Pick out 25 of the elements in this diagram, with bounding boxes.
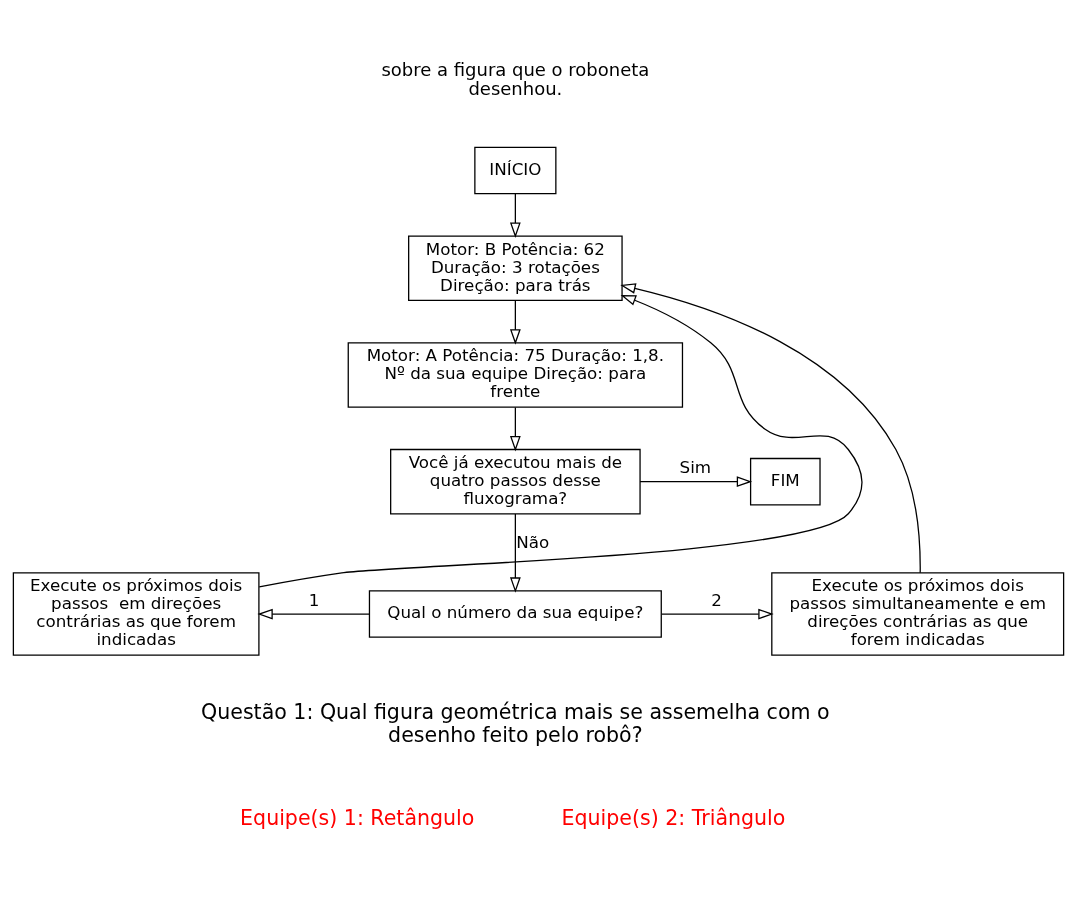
- label: sobre a figura que o roboneta desenhou.: [381, 58, 650, 99]
- arrow: [620, 282, 921, 573]
- node-box: Qual o número da sua equipe?: [368, 589, 662, 638]
- edge-label: Não: [516, 531, 550, 552]
- label: Equipe(s) 2: Triângulo: [561, 805, 786, 830]
- node-box: FIM: [749, 457, 821, 505]
- arrow: [258, 294, 863, 587]
- node-box: Você já executou mais de quatro passos desse fluxograma?: [390, 448, 641, 514]
- edge-label: 1: [308, 589, 320, 610]
- label: Questão 1: Qual figura geométrica mais se assemelha com o desenho feito pelo robô?: [201, 699, 830, 747]
- node-box: Execute os próximos dois passos em direções contrárias as que forem indicadas: [12, 571, 260, 656]
- node-box: Motor: A Potência: 75 Duração: 1,8. Nº da sua equipe Direção: para frente: [347, 341, 684, 408]
- arrow: [509, 406, 521, 451]
- arrow: [509, 512, 521, 593]
- node-box: Execute os próximos dois passos simultaneamente e em direções contrárias as que forem indicadas: [771, 571, 1065, 656]
- node-box: INÍCIO: [474, 146, 557, 194]
- edge-label: 2: [711, 589, 722, 610]
- arrow: [509, 299, 521, 345]
- arrow: [509, 192, 521, 238]
- arrow: [257, 608, 371, 619]
- arrow: [639, 475, 753, 487]
- node-box: Motor: B Potência: 62 Duração: 3 rotações Direção: para trás: [408, 234, 623, 301]
- label: Equipe(s) 1: Retângulo: [240, 805, 475, 830]
- arrow: [661, 608, 774, 619]
- edge-label: Sim: [679, 456, 712, 477]
